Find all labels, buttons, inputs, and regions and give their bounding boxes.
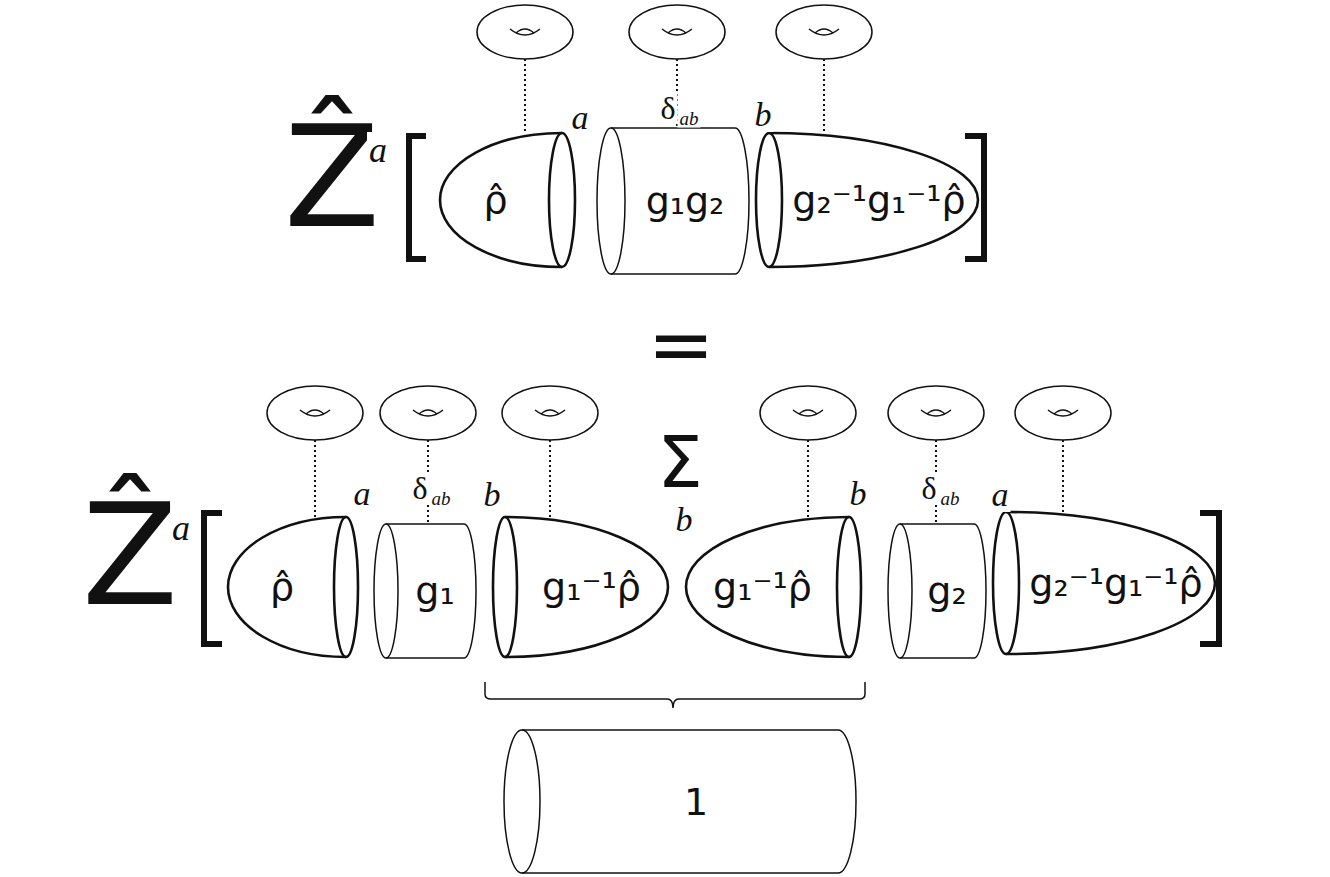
shape-label: g₁⁻¹ρ̂ <box>493 517 668 657</box>
cap-shape: ρ̂ <box>440 133 575 267</box>
torus-icon <box>267 386 363 440</box>
index-label: a <box>367 132 389 168</box>
torus-icon <box>629 5 725 59</box>
outline-stroke <box>374 524 398 658</box>
outline-stroke <box>900 657 974 659</box>
operator-symbol: Ẑ <box>80 486 180 626</box>
brace <box>485 682 865 708</box>
delta-symbol: δ <box>410 472 429 504</box>
shape-label: g₂ <box>888 524 986 658</box>
shape-label: g₂⁻¹g₁⁻¹ρ̂ <box>756 133 978 267</box>
cylinder-shape: g₁ <box>374 524 476 658</box>
shape-label: g₂⁻¹g₁⁻¹ρ̂ <box>993 512 1215 654</box>
torus-icons <box>267 5 1111 440</box>
shape-label: g₁⁻¹ρ̂ <box>686 517 861 657</box>
shape-label: g₁g₂ <box>597 128 749 274</box>
delta-subscript: ab <box>939 489 962 508</box>
torus-icon <box>888 386 984 440</box>
torus-icon <box>760 386 856 440</box>
index-label: b <box>753 98 774 132</box>
cap-shape: g₁⁻¹ρ̂ <box>493 517 668 657</box>
outline-stroke <box>522 729 838 731</box>
shape-outline <box>504 730 856 873</box>
shape-label: ρ̂ <box>228 517 358 657</box>
sum-symbol: Σ <box>655 426 705 498</box>
outline-stroke <box>900 523 974 525</box>
outline-stroke <box>837 517 861 657</box>
cylinder-shape: g₂ <box>888 524 986 658</box>
cap-shape: g₂⁻¹g₁⁻¹ρ̂ <box>756 133 978 267</box>
outline-stroke <box>611 127 735 129</box>
index-label: a <box>990 478 1011 512</box>
bracket <box>409 136 426 259</box>
shape-label: 1 <box>504 730 856 873</box>
outline-stroke <box>993 512 1019 654</box>
outline-stroke <box>504 730 540 873</box>
outline-stroke <box>464 524 476 658</box>
outline-stroke <box>493 517 517 657</box>
index-label: a <box>352 477 373 511</box>
equals-sign: = <box>645 305 716 385</box>
cap-shape: g₁⁻¹ρ̂ <box>686 517 861 657</box>
outline-stroke <box>522 872 838 874</box>
torus-icon <box>477 5 573 59</box>
shape-label: ρ̂ <box>440 133 575 267</box>
bracket <box>965 136 984 259</box>
delta-symbol: δ <box>919 472 938 504</box>
outline-stroke <box>888 524 912 658</box>
outline-stroke <box>756 133 782 267</box>
outline-stroke <box>386 523 464 525</box>
cylinder-shape: 1 <box>504 730 856 873</box>
torus-icon <box>1015 386 1111 440</box>
cap-shape: ρ̂ <box>228 517 358 657</box>
cap-shape: g₂⁻¹g₁⁻¹ρ̂ <box>993 512 1215 654</box>
outline-stroke <box>974 524 986 658</box>
index-label: a <box>570 101 591 135</box>
shape-label: g₁ <box>374 524 476 658</box>
bracket <box>204 513 222 644</box>
outline-stroke <box>611 273 735 275</box>
torus-icon <box>380 386 476 440</box>
delta-subscript: ab <box>430 489 453 508</box>
index-label: b <box>848 477 869 511</box>
delta-subscript: ab <box>678 109 701 128</box>
delta-symbol: δ <box>658 92 677 124</box>
outline-stroke <box>735 128 749 274</box>
torus-icon <box>502 386 598 440</box>
sum-index: b <box>674 503 695 537</box>
outline-stroke <box>597 128 625 274</box>
outline-stroke <box>334 517 358 657</box>
outline-stroke <box>549 133 575 267</box>
cylinder-shape: g₁g₂ <box>597 128 749 274</box>
leader-lines <box>315 59 1063 524</box>
outline-stroke <box>838 730 856 873</box>
bracket <box>1200 513 1219 644</box>
index-label: b <box>482 478 503 512</box>
index-label: a <box>170 510 192 546</box>
torus-icon <box>776 5 872 59</box>
operator-symbol: Ẑ <box>282 108 382 248</box>
outline-stroke <box>386 657 464 659</box>
